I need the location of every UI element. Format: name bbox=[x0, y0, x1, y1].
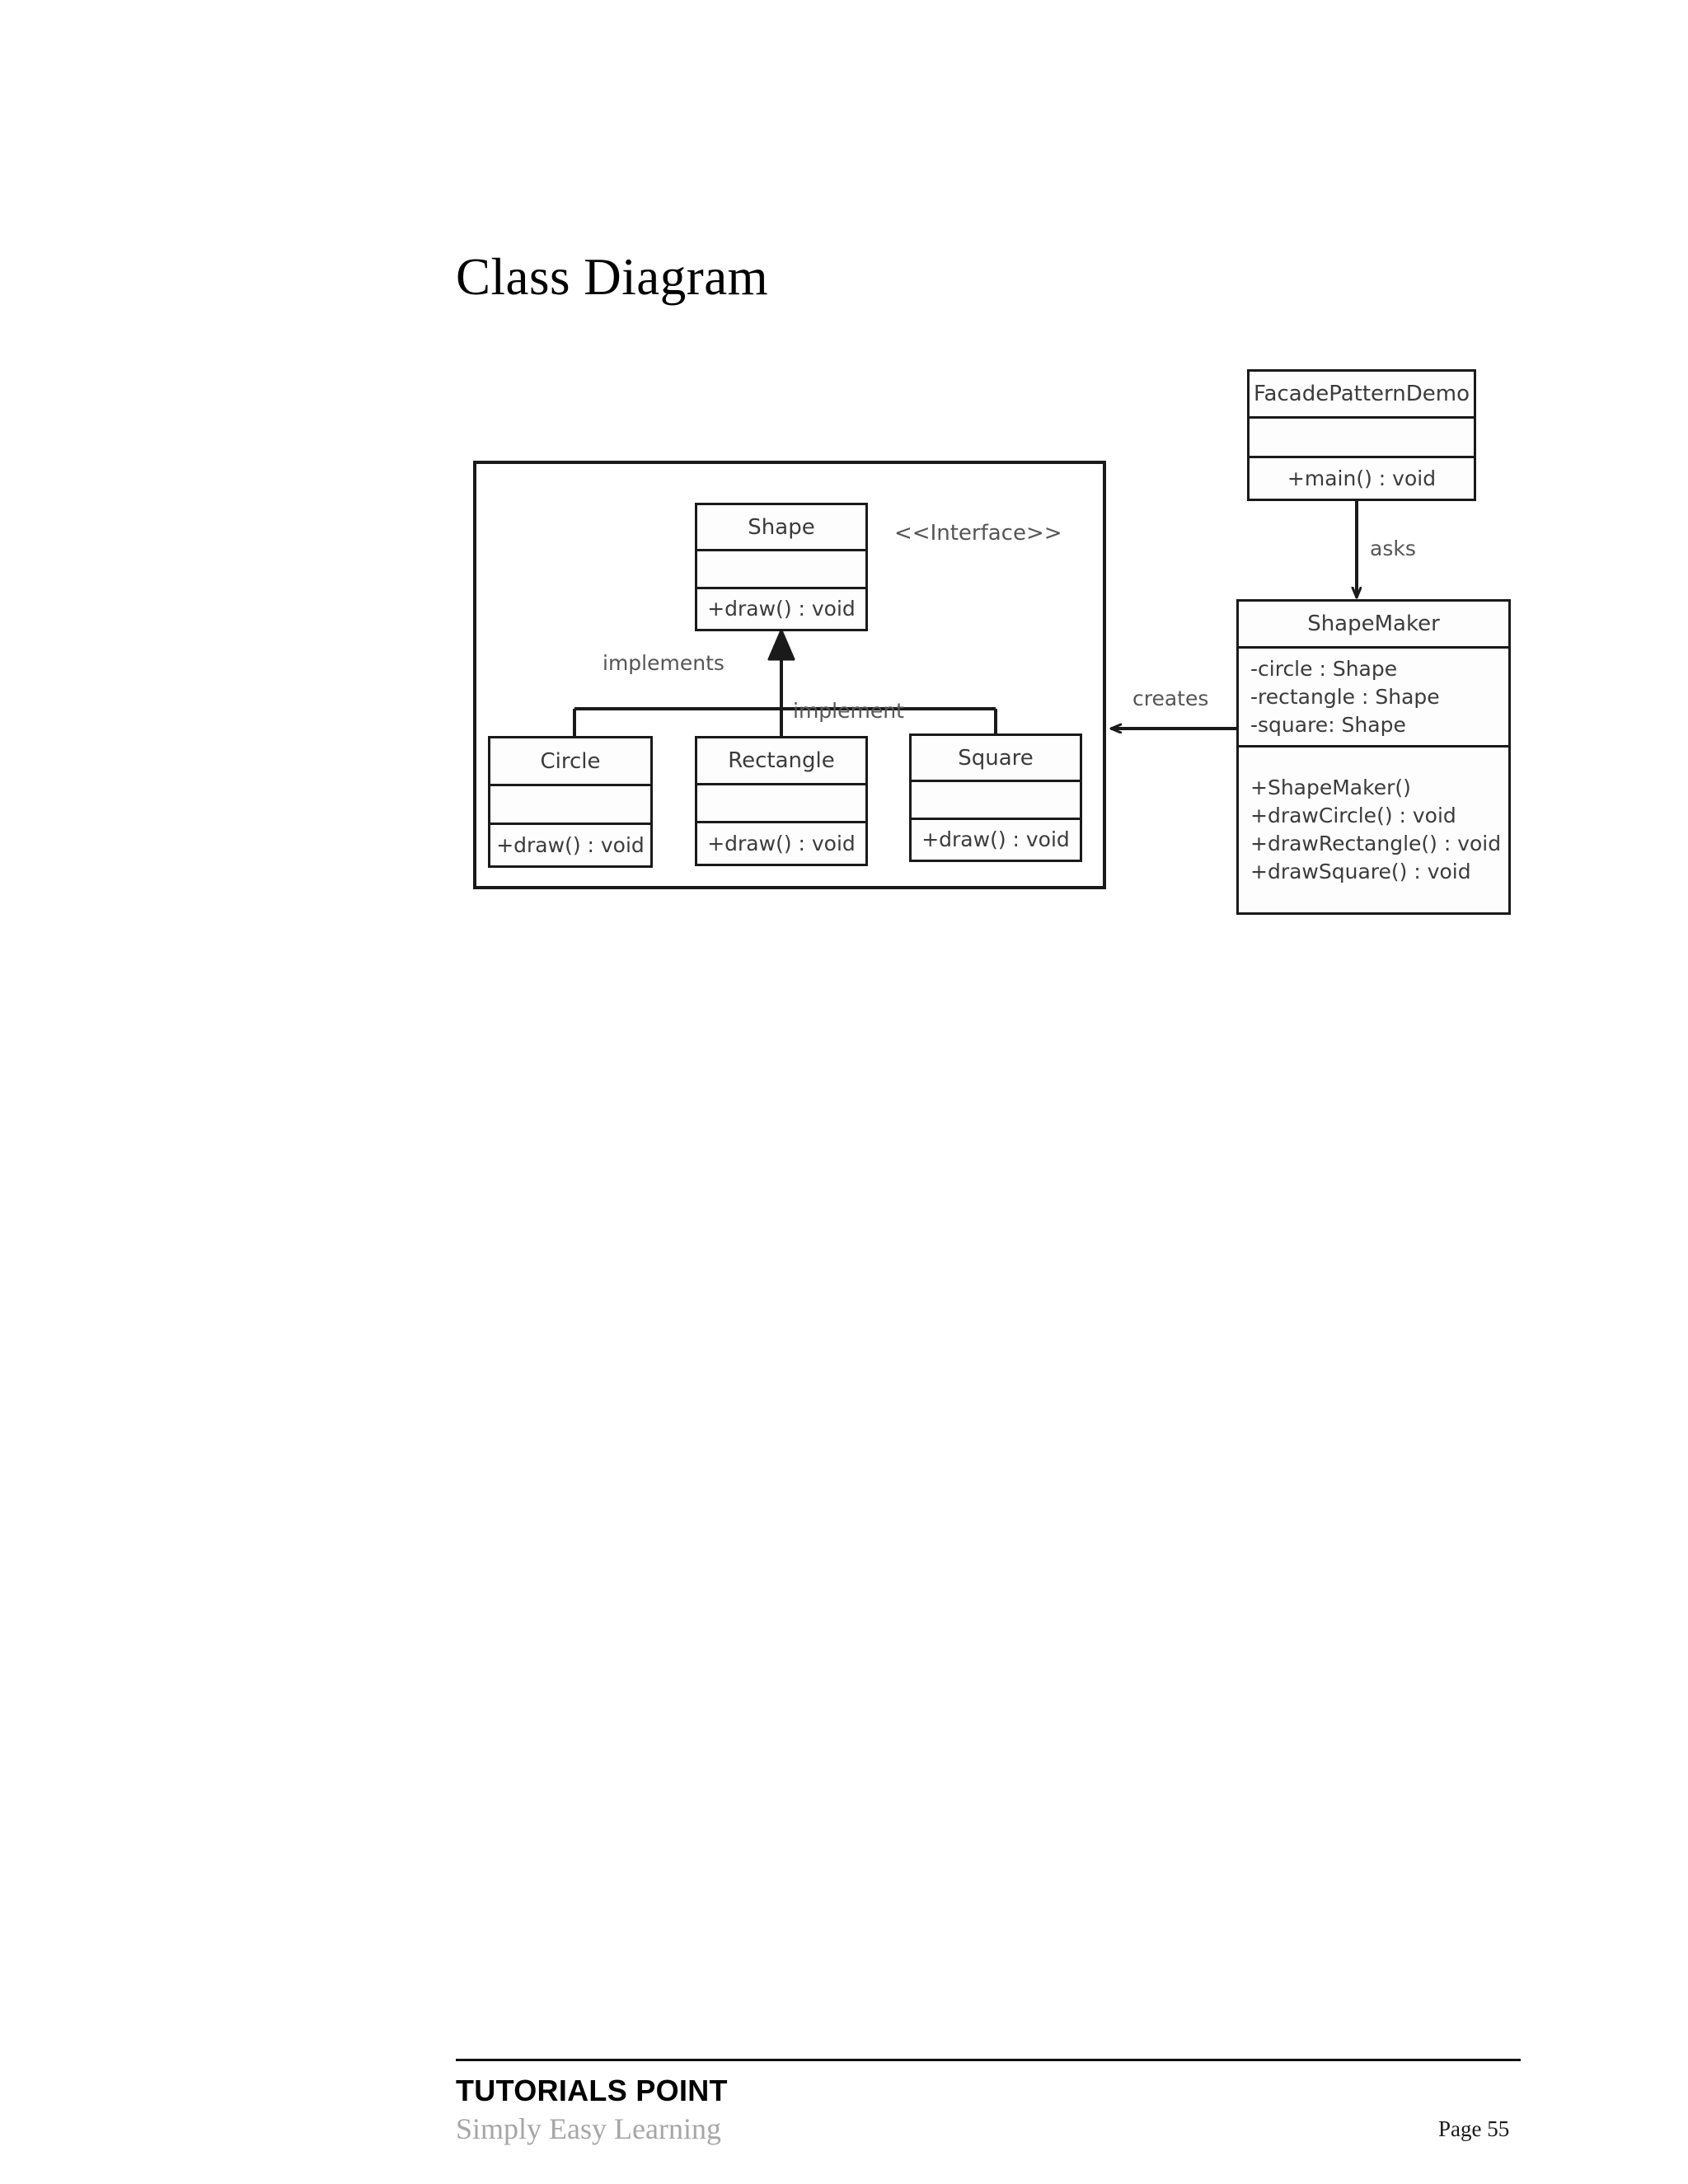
footer-page-number: Page 55 bbox=[1438, 2116, 1510, 2141]
uml-class-diagram: FacadePatternDemo +main() : void asks Sh… bbox=[0, 0, 1688, 1030]
operation-draw-rectangle-impl: +draw() : void bbox=[707, 831, 856, 855]
operation-main: +main() : void bbox=[1287, 466, 1437, 490]
class-attributes-facade-pattern-demo bbox=[1250, 419, 1474, 458]
class-box-square[interactable]: Square +draw() : void bbox=[909, 733, 1082, 862]
operation-shape-maker-ctor: +ShapeMaker() bbox=[1250, 776, 1411, 799]
operation-draw-circle: +drawCircle() : void bbox=[1250, 804, 1456, 827]
class-operations-circle: +draw() : void bbox=[490, 825, 650, 865]
package-boundary bbox=[473, 461, 1106, 889]
page-title: Class Diagram bbox=[456, 248, 769, 306]
attribute-rectangle: -rectangle : Shape bbox=[1250, 684, 1440, 709]
realization-arrowhead bbox=[767, 629, 795, 661]
class-name-circle: Circle bbox=[490, 738, 650, 786]
class-box-shape[interactable]: Shape +draw() : void bbox=[695, 503, 868, 631]
class-name-shape-maker: ShapeMaker bbox=[1239, 602, 1508, 649]
edge-label-implement: implement bbox=[793, 699, 904, 723]
class-box-circle[interactable]: Circle +draw() : void bbox=[488, 736, 653, 868]
edge-label-asks: asks bbox=[1370, 537, 1416, 560]
footer-brand: TUTORIALS POINT bbox=[456, 2074, 728, 2107]
class-operations-shape: +draw() : void bbox=[697, 589, 865, 629]
footer-divider bbox=[456, 2059, 1521, 2061]
attribute-circle: -circle : Shape bbox=[1250, 656, 1398, 681]
operation-draw-square-impl: +draw() : void bbox=[921, 827, 1070, 851]
class-attributes-circle bbox=[490, 786, 650, 825]
class-box-facade-pattern-demo[interactable]: FacadePatternDemo +main() : void bbox=[1247, 369, 1476, 501]
class-operations-square: +draw() : void bbox=[912, 820, 1080, 860]
class-name-shape: Shape bbox=[697, 505, 865, 551]
operation-draw-rectangle: +drawRectangle() : void bbox=[1250, 832, 1502, 855]
class-name-facade-pattern-demo: FacadePatternDemo bbox=[1250, 372, 1474, 419]
footer-tagline: Simply Easy Learning bbox=[456, 2112, 721, 2145]
attribute-square: -square: Shape bbox=[1250, 712, 1406, 737]
diagram-connectors bbox=[473, 461, 1688, 889]
class-name-rectangle: Rectangle bbox=[697, 738, 865, 785]
class-operations-shape-maker: +ShapeMaker() +drawCircle() : void +draw… bbox=[1239, 748, 1508, 912]
operation-draw-shape: +draw() : void bbox=[707, 597, 856, 621]
class-operations-rectangle: +draw() : void bbox=[697, 823, 865, 864]
operation-draw-square: +drawSquare() : void bbox=[1250, 860, 1471, 883]
edge-label-creates: creates bbox=[1132, 687, 1209, 710]
class-attributes-square bbox=[912, 782, 1080, 820]
stereotype-interface: <<Interface>> bbox=[894, 521, 1062, 546]
class-attributes-shape bbox=[697, 551, 865, 589]
class-attributes-rectangle bbox=[697, 785, 865, 823]
class-box-rectangle[interactable]: Rectangle +draw() : void bbox=[695, 736, 868, 866]
class-operations-facade-pattern-demo: +main() : void bbox=[1250, 458, 1474, 499]
class-box-shape-maker[interactable]: ShapeMaker -circle : Shape -rectangle : … bbox=[1236, 599, 1511, 915]
operation-draw-circle-impl: +draw() : void bbox=[496, 832, 645, 857]
class-name-square: Square bbox=[912, 736, 1080, 782]
class-attributes-shape-maker: -circle : Shape -rectangle : Shape -squa… bbox=[1239, 649, 1508, 748]
edge-label-implements: implements bbox=[603, 651, 724, 675]
